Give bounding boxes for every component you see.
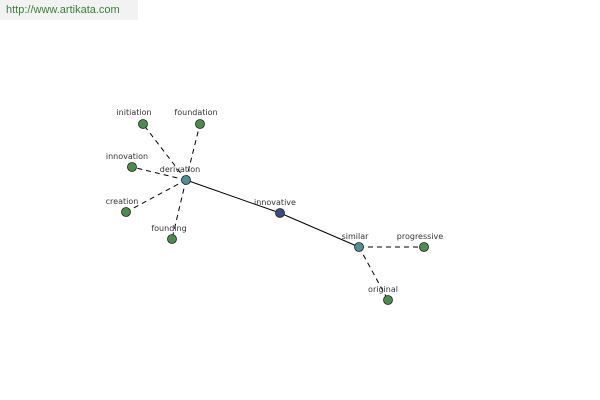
edge-derivation-founding <box>171 179 187 240</box>
node-creation[interactable] <box>121 207 131 217</box>
nodes-layer <box>121 119 429 305</box>
node-innovative[interactable] <box>275 208 285 218</box>
edge-derivation-foundation <box>185 123 201 181</box>
site-url-link[interactable]: http://www.artikata.com <box>6 4 120 16</box>
node-label-founding[interactable]: founding <box>151 224 186 233</box>
edge-similar-original <box>358 246 389 301</box>
node-label-innovation[interactable]: innovation <box>106 152 148 161</box>
node-label-initiation[interactable]: initiation <box>116 108 151 117</box>
node-progressive[interactable] <box>419 242 429 252</box>
edge-innovative-similar <box>279 212 360 248</box>
node-label-derivation[interactable]: derivation <box>160 165 200 174</box>
node-derivation[interactable] <box>181 175 191 185</box>
edge-derivation-initiation <box>142 123 187 181</box>
node-label-progressive[interactable]: progressive <box>397 232 443 241</box>
node-foundation[interactable] <box>195 119 205 129</box>
node-similar[interactable] <box>354 242 364 252</box>
edge-derivation-innovation <box>131 166 187 181</box>
node-label-innovative[interactable]: innovative <box>254 198 296 207</box>
node-label-creation[interactable]: creation <box>106 197 139 206</box>
node-label-original[interactable]: original <box>368 285 398 294</box>
node-original[interactable] <box>383 295 393 305</box>
node-founding[interactable] <box>167 234 177 244</box>
node-label-foundation[interactable]: foundation <box>174 108 217 117</box>
url-banner: http://www.artikata.com <box>0 0 138 20</box>
node-initiation[interactable] <box>138 119 148 129</box>
edge-derivation-creation <box>125 179 187 213</box>
edge-innovative-derivation <box>185 179 281 214</box>
node-label-similar[interactable]: similar <box>342 232 370 241</box>
edges-layer <box>125 123 424 301</box>
node-innovation[interactable] <box>127 162 137 172</box>
labels-layer: initiation foundation innovation derivation… <box>106 108 444 294</box>
